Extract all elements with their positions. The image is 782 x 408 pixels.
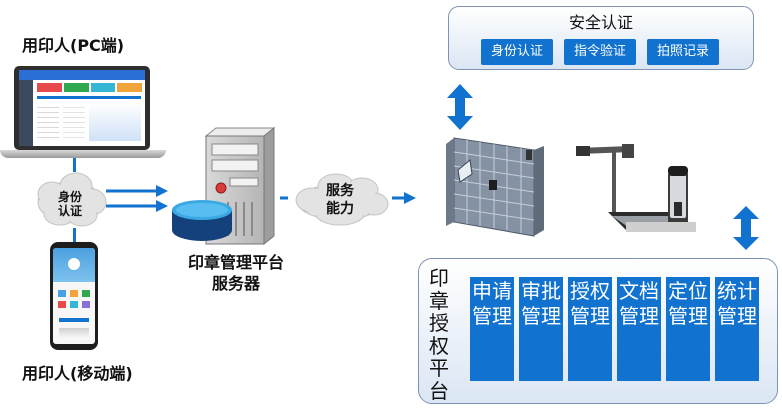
module-approve[interactable]: 审批管理 [519,277,563,381]
pc-user-label: 用印人(PC端) [22,36,125,55]
authorization-panel: 印章授权平台 申请管理 审批管理 授权管理 文档管理 定位管理 统计管理 [418,258,778,404]
module-apply[interactable]: 申请管理 [470,277,514,381]
smartphone-icon [50,242,98,350]
security-panel-title: 安全认证 [568,13,633,32]
server-label: 印章管理平台 服务器 [187,253,284,293]
command-verify-item[interactable]: 指令验证 [564,39,636,65]
seal-cabinet-icon [446,137,544,237]
double-arrow-icon [447,84,473,130]
connector-line [73,158,76,172]
identity-auth-item[interactable]: 身份认证 [481,39,553,65]
laptop-base [0,150,166,158]
arrow-icon [106,185,168,212]
module-authorize[interactable]: 授权管理 [568,277,612,381]
double-arrow-icon [733,206,759,250]
photo-record-item[interactable]: 拍照记录 [647,39,719,65]
module-statistics[interactable]: 统计管理 [715,277,759,381]
laptop-icon [14,66,150,150]
module-location[interactable]: 定位管理 [666,277,710,381]
arrow-icon [280,192,416,204]
cloud-icon [295,173,389,226]
mobile-user-label: 用印人(移动端) [22,364,133,383]
seal-machine-icon [576,144,696,232]
module-document[interactable]: 文档管理 [617,277,661,381]
cloud-icon [37,172,107,227]
authorization-panel-title: 印章授权平台 [429,266,449,403]
identity-cloud-label: 身份 认证 [57,190,82,218]
service-cloud-label: 服务 能力 [326,183,354,217]
connector-line [73,228,76,242]
database-icon [172,200,232,241]
security-panel: 安全认证 身份认证 指令验证 拍照记录 [448,6,754,70]
